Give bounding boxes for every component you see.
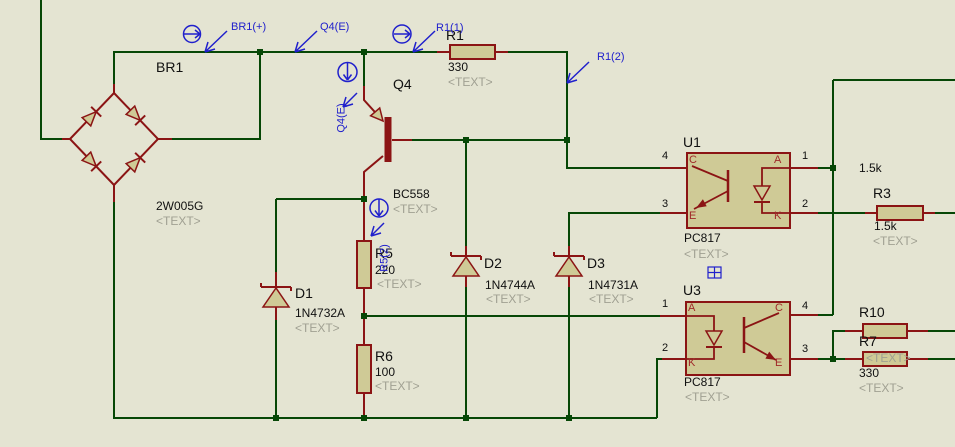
u3-ref-label[interactable]: U3 bbox=[683, 282, 701, 298]
r1-value-label[interactable]: 330 bbox=[448, 60, 469, 74]
zener-d3-symbol[interactable] bbox=[553, 252, 585, 277]
u3-pin-e-letter: E bbox=[775, 357, 783, 369]
resistor-r6-symbol[interactable] bbox=[356, 344, 372, 394]
r10-value-label[interactable]: 1.5k bbox=[859, 161, 882, 175]
current-probe-q4e[interactable] bbox=[337, 61, 358, 83]
resistor-r1-symbol[interactable] bbox=[449, 44, 496, 60]
u3-pin-k-letter: K bbox=[688, 357, 696, 369]
u1-pin-c-letter: C bbox=[689, 154, 697, 166]
d2-ref-label[interactable]: D2 bbox=[484, 255, 502, 271]
r7-ref-label[interactable]: R7 bbox=[859, 333, 877, 349]
br1-value-label[interactable]: 2W005G bbox=[156, 199, 204, 213]
r5-text-placeholder[interactable]: <TEXT> bbox=[377, 277, 422, 291]
q4-text-placeholder[interactable]: <TEXT> bbox=[393, 202, 438, 216]
r1-text-placeholder[interactable]: <TEXT> bbox=[448, 75, 493, 89]
u3-pin1-number: 1 bbox=[662, 298, 669, 310]
optocoupler-u3-symbol[interactable] bbox=[685, 301, 791, 376]
probe-label-q4-e-vertical[interactable]: Q4(E) bbox=[335, 103, 348, 133]
u1-value-label[interactable]: PC817 bbox=[684, 231, 721, 245]
u1-text-placeholder[interactable]: <TEXT> bbox=[684, 247, 729, 261]
u3-text-placeholder[interactable]: <TEXT> bbox=[685, 390, 730, 404]
u1-pin1-number: 1 bbox=[802, 150, 809, 162]
u3-pin-a-letter: A bbox=[688, 302, 696, 314]
r7-body-text-placeholder[interactable]: <TEXT> bbox=[866, 351, 911, 365]
r3-ref-label[interactable]: R3 bbox=[873, 185, 891, 201]
q4-value-label[interactable]: BC558 bbox=[393, 187, 430, 201]
r5-value-label[interactable]: 220 bbox=[375, 263, 396, 277]
d2-text-placeholder[interactable]: <TEXT> bbox=[486, 292, 531, 306]
u1-pin-k-letter: K bbox=[774, 210, 782, 222]
probe-label-r5-2-vertical[interactable]: R5(2) bbox=[378, 244, 391, 272]
probe-label-q4-e[interactable]: Q4(E) bbox=[320, 21, 350, 33]
wires[interactable] bbox=[40, 0, 955, 419]
voltage-probes[interactable] bbox=[204, 30, 590, 237]
r3-text-placeholder[interactable]: <TEXT> bbox=[873, 234, 918, 248]
u1-pin-a-letter: A bbox=[774, 154, 782, 166]
u3-pin4-number: 4 bbox=[802, 300, 809, 312]
r1-ref-label[interactable]: R1 bbox=[446, 27, 464, 43]
transistor-q4-symbol[interactable] bbox=[363, 86, 412, 199]
u1-pin2-number: 2 bbox=[802, 198, 809, 210]
br1-ref-label[interactable]: BR1 bbox=[156, 59, 184, 75]
d3-ref-label[interactable]: D3 bbox=[587, 255, 605, 271]
resistor-r10-symbol[interactable] bbox=[862, 323, 908, 339]
u3-pin-c-letter: C bbox=[775, 302, 783, 314]
origin-marker-icon bbox=[707, 266, 722, 279]
probe-label-r1-1[interactable]: R1(1) bbox=[436, 22, 464, 34]
resistor-r3-symbol[interactable] bbox=[876, 205, 924, 221]
bridge-rectifier-symbol[interactable] bbox=[68, 91, 160, 187]
r6-text-placeholder[interactable]: <TEXT> bbox=[375, 379, 420, 393]
current-probe-r1[interactable] bbox=[392, 24, 412, 44]
r6-value-label[interactable]: 100 bbox=[375, 365, 396, 379]
pin-stubs bbox=[62, 51, 935, 418]
r10-ref-label[interactable]: R10 bbox=[859, 304, 885, 320]
r7-text-placeholder[interactable]: <TEXT> bbox=[859, 381, 904, 395]
br1-text-placeholder[interactable]: <TEXT> bbox=[156, 214, 201, 228]
d1-text-placeholder[interactable]: <TEXT> bbox=[295, 321, 340, 335]
r3-value-label[interactable]: 1.5k bbox=[874, 219, 897, 233]
r6-ref-label[interactable]: R6 bbox=[375, 348, 393, 364]
u1-pin3-number: 3 bbox=[662, 198, 669, 210]
current-probe-br1[interactable] bbox=[182, 24, 202, 44]
zener-d2-symbol[interactable] bbox=[450, 252, 482, 277]
u3-pin3-number: 3 bbox=[802, 343, 809, 355]
d1-value-label[interactable]: 1N4732A bbox=[295, 306, 346, 320]
optocoupler-u1-symbol[interactable] bbox=[686, 152, 791, 229]
zener-d1-symbol[interactable] bbox=[260, 283, 292, 308]
d2-value-label[interactable]: 1N4744A bbox=[485, 278, 536, 292]
q4-ref-label[interactable]: Q4 bbox=[393, 76, 412, 92]
r5-ref-label[interactable]: R5 bbox=[375, 245, 393, 261]
r7-value-label[interactable]: 330 bbox=[859, 366, 880, 380]
u3-pin2-number: 2 bbox=[662, 342, 669, 354]
u3-value-label[interactable]: PC817 bbox=[684, 375, 721, 389]
d1-ref-label[interactable]: D1 bbox=[295, 285, 313, 301]
resistor-r7-symbol[interactable] bbox=[862, 351, 908, 367]
probe-label-r1-2[interactable]: R1(2) bbox=[597, 51, 625, 63]
current-probe-r5[interactable] bbox=[369, 198, 389, 218]
u1-pin-e-letter: E bbox=[689, 210, 697, 222]
d3-text-placeholder[interactable]: <TEXT> bbox=[589, 292, 634, 306]
u1-pin4-number: 4 bbox=[662, 150, 669, 162]
resistor-r5-symbol[interactable] bbox=[356, 240, 372, 289]
u1-ref-label[interactable]: U1 bbox=[683, 134, 701, 150]
probe-label-br1-plus[interactable]: BR1(+) bbox=[231, 21, 267, 33]
junction-dots bbox=[257, 49, 836, 421]
d3-value-label[interactable]: 1N4731A bbox=[588, 278, 639, 292]
